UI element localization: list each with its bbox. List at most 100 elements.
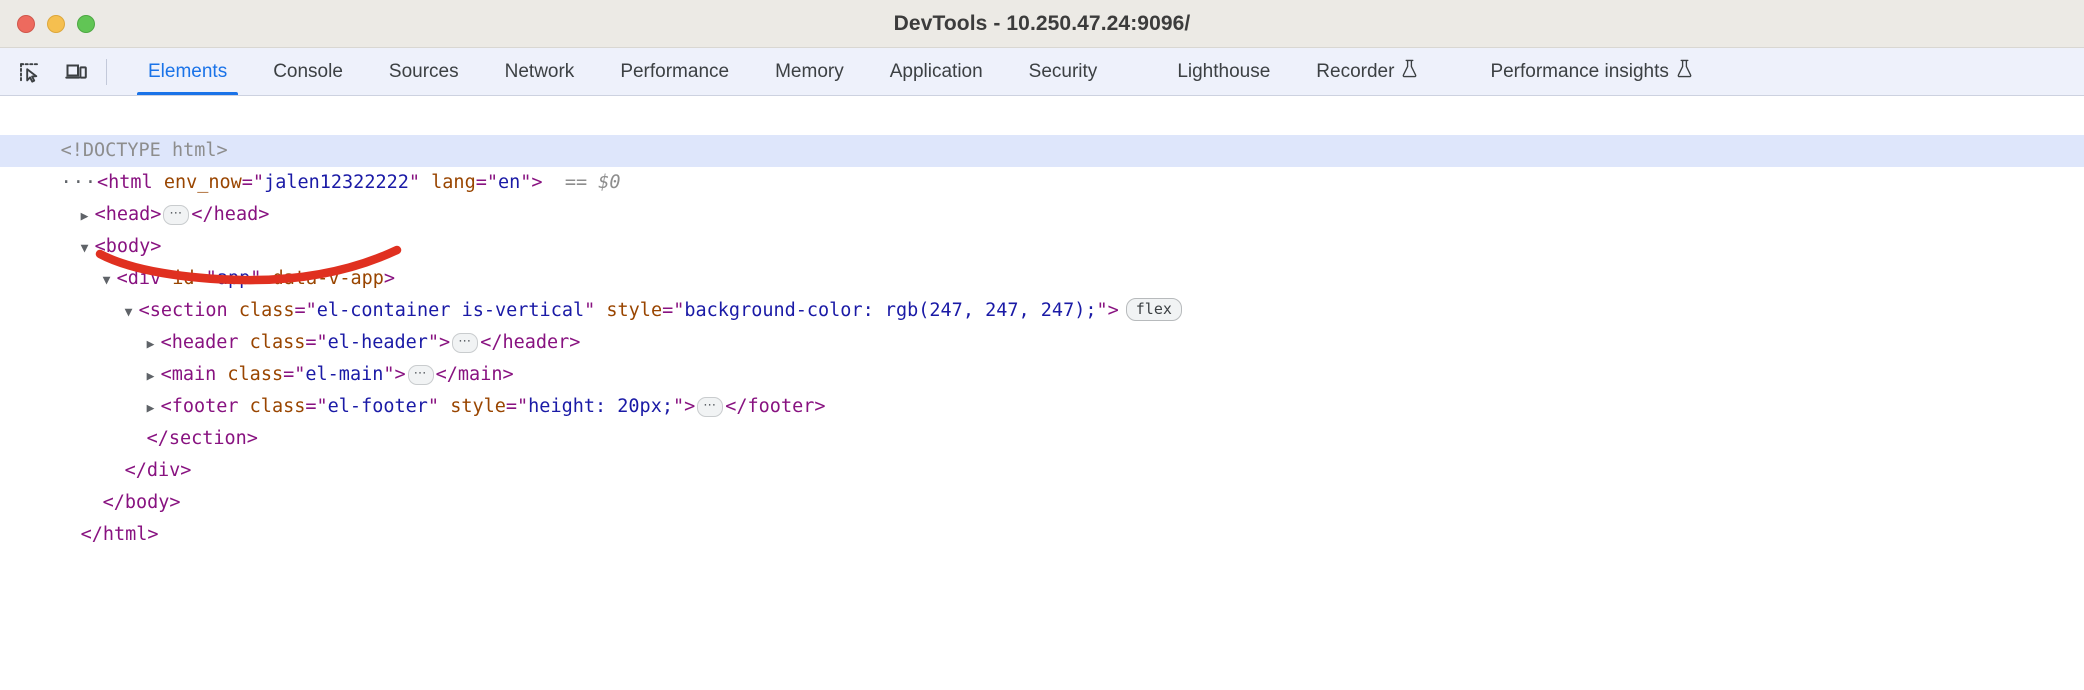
attribute-name-lang[interactable]: lang [431, 172, 476, 193]
attribute-name-style[interactable]: style [450, 396, 506, 417]
quote: " [427, 396, 440, 417]
collapse-twisty-body[interactable]: ▼ [80, 241, 89, 256]
collapsed-children-badge[interactable]: ⋯ [452, 333, 479, 353]
dom-node-div-app[interactable]: ▼<div id="app" data-v-app> [0, 231, 2084, 289]
attribute-value-id[interactable]: app [216, 268, 251, 289]
dom-node-body-close[interactable]: </body> [0, 455, 2084, 513]
space [239, 396, 250, 417]
tab-label: Recorder [1316, 60, 1395, 82]
maximize-window-button[interactable] [77, 14, 95, 33]
collapse-twisty-section[interactable]: ▼ [124, 305, 133, 320]
tab-label: Performance insights [1490, 60, 1669, 82]
tab-sources[interactable]: Sources [366, 48, 482, 95]
minimize-window-button[interactable] [47, 14, 65, 33]
space [161, 268, 172, 289]
expand-twisty-footer[interactable]: ▶ [146, 401, 155, 416]
tab-label: Network [504, 60, 575, 82]
attribute-value-style[interactable]: height: 20px; [528, 396, 673, 417]
attribute-name-style[interactable]: style [606, 300, 663, 321]
tab-security[interactable]: Security [1006, 48, 1121, 95]
space [439, 396, 450, 417]
attribute-name-class[interactable]: class [249, 332, 306, 353]
tag-close: </div> [124, 460, 192, 481]
quote: " [427, 332, 440, 353]
flex-badge[interactable]: flex [1125, 298, 1182, 321]
devtools-toolbar: Elements Console Sources Network Perform… [0, 48, 2084, 96]
tab-network[interactable]: Network [482, 48, 598, 95]
space [153, 172, 164, 193]
device-toolbar-icon[interactable] [56, 52, 96, 92]
attribute-name-data-v-app[interactable]: data-v-app [272, 268, 384, 289]
toolbar-icon-group [10, 48, 125, 95]
collapse-twisty-div-app[interactable]: ▼ [102, 273, 111, 288]
expand-twisty-header[interactable]: ▶ [146, 337, 155, 352]
dom-node-div-close[interactable]: </div> [0, 423, 2084, 481]
attribute-value-class[interactable]: el-header [327, 332, 428, 353]
attribute-value-lang[interactable]: en [498, 172, 521, 193]
tag-end: </head> [191, 204, 270, 225]
tab-performance-insights[interactable]: Performance insights [1467, 48, 1715, 95]
tag-end: </header> [480, 332, 581, 353]
tab-console[interactable]: Console [250, 48, 366, 95]
space [216, 364, 227, 385]
collapsed-children-badge[interactable]: ⋯ [697, 397, 724, 417]
equals: =" [475, 172, 498, 193]
tab-application[interactable]: Application [867, 48, 1006, 95]
attribute-value-class[interactable]: el-footer [327, 396, 428, 417]
attribute-name-env-now[interactable]: env_now [163, 172, 242, 193]
inspect-element-icon[interactable] [10, 52, 50, 92]
dom-node-footer[interactable]: ▶<footer class="el-footer" style="height… [0, 359, 2084, 417]
attribute-value-class[interactable]: el-container is-vertical [316, 300, 585, 321]
quote: " [584, 300, 596, 321]
dom-node-section[interactable]: ▼<section class="el-container is-vertica… [0, 263, 2084, 321]
equals: =" [505, 396, 529, 417]
attribute-name-class[interactable]: class [249, 396, 306, 417]
tab-label: Elements [148, 60, 228, 82]
doctype-text: <!DOCTYPE html> [60, 140, 228, 161]
dom-node-html-close[interactable]: </html> [0, 487, 2084, 545]
equals: =" [294, 300, 317, 321]
dom-node-html-open[interactable]: ···<html env_now="jalen12322222" lang="e… [0, 135, 2084, 193]
attribute-value-style[interactable]: background-color: rgb(247, 247, 247); [684, 300, 1097, 321]
attribute-value-class[interactable]: el-main [305, 364, 384, 385]
dom-node-doctype[interactable]: <!DOCTYPE html> [0, 103, 2084, 161]
close-window-button[interactable] [17, 14, 35, 33]
space [543, 172, 565, 193]
dom-node-head[interactable]: ▶<head>⋯</head> [0, 167, 2084, 225]
quote: " [250, 268, 262, 289]
tab-elements[interactable]: Elements [125, 48, 250, 95]
dom-node-header[interactable]: ▶<header class="el-header">⋯</header> [0, 295, 2084, 353]
attribute-name-class[interactable]: class [227, 364, 284, 385]
truncation-dots: ··· [60, 172, 97, 193]
tag-close-bracket: > [383, 268, 396, 289]
elements-dom-tree[interactable]: <!DOCTYPE html> ···<html env_now="jalen1… [0, 96, 2084, 689]
tab-recorder[interactable]: Recorder [1293, 48, 1441, 95]
equals: =" [662, 300, 685, 321]
quote: " [672, 396, 685, 417]
dom-node-body-open[interactable]: ▼<body> [0, 199, 2084, 257]
expand-twisty-head[interactable]: ▶ [80, 209, 89, 224]
attribute-value-env-now[interactable]: jalen12322222 [264, 172, 409, 193]
tag-close-bracket: > [1107, 300, 1119, 321]
attribute-name-id[interactable]: id [172, 268, 195, 289]
tab-performance[interactable]: Performance [597, 48, 752, 95]
tag-open: <section [138, 300, 228, 321]
tab-memory[interactable]: Memory [752, 48, 867, 95]
tab-label: Memory [775, 60, 844, 82]
toolbar-divider [106, 59, 107, 85]
equals: =" [305, 332, 328, 353]
tab-lighthouse[interactable]: Lighthouse [1154, 48, 1293, 95]
expand-twisty-main[interactable]: ▶ [146, 369, 155, 384]
tab-label: Console [273, 60, 343, 82]
tag-close-bracket: > [531, 172, 543, 193]
collapsed-children-badge[interactable]: ⋯ [407, 365, 434, 385]
window-title: DevTools - 10.250.47.24:9096/ [893, 11, 1191, 35]
tab-label: Security [1028, 60, 1098, 82]
tab-label: Performance [620, 60, 730, 82]
collapsed-children-badge[interactable]: ⋯ [163, 205, 190, 225]
attribute-name-class[interactable]: class [238, 300, 295, 321]
dom-node-section-close[interactable]: </section> [0, 391, 2084, 449]
dom-node-main[interactable]: ▶<main class="el-main">⋯</main> [0, 327, 2084, 385]
space [595, 300, 606, 321]
tag-close-bracket: > [439, 332, 451, 353]
